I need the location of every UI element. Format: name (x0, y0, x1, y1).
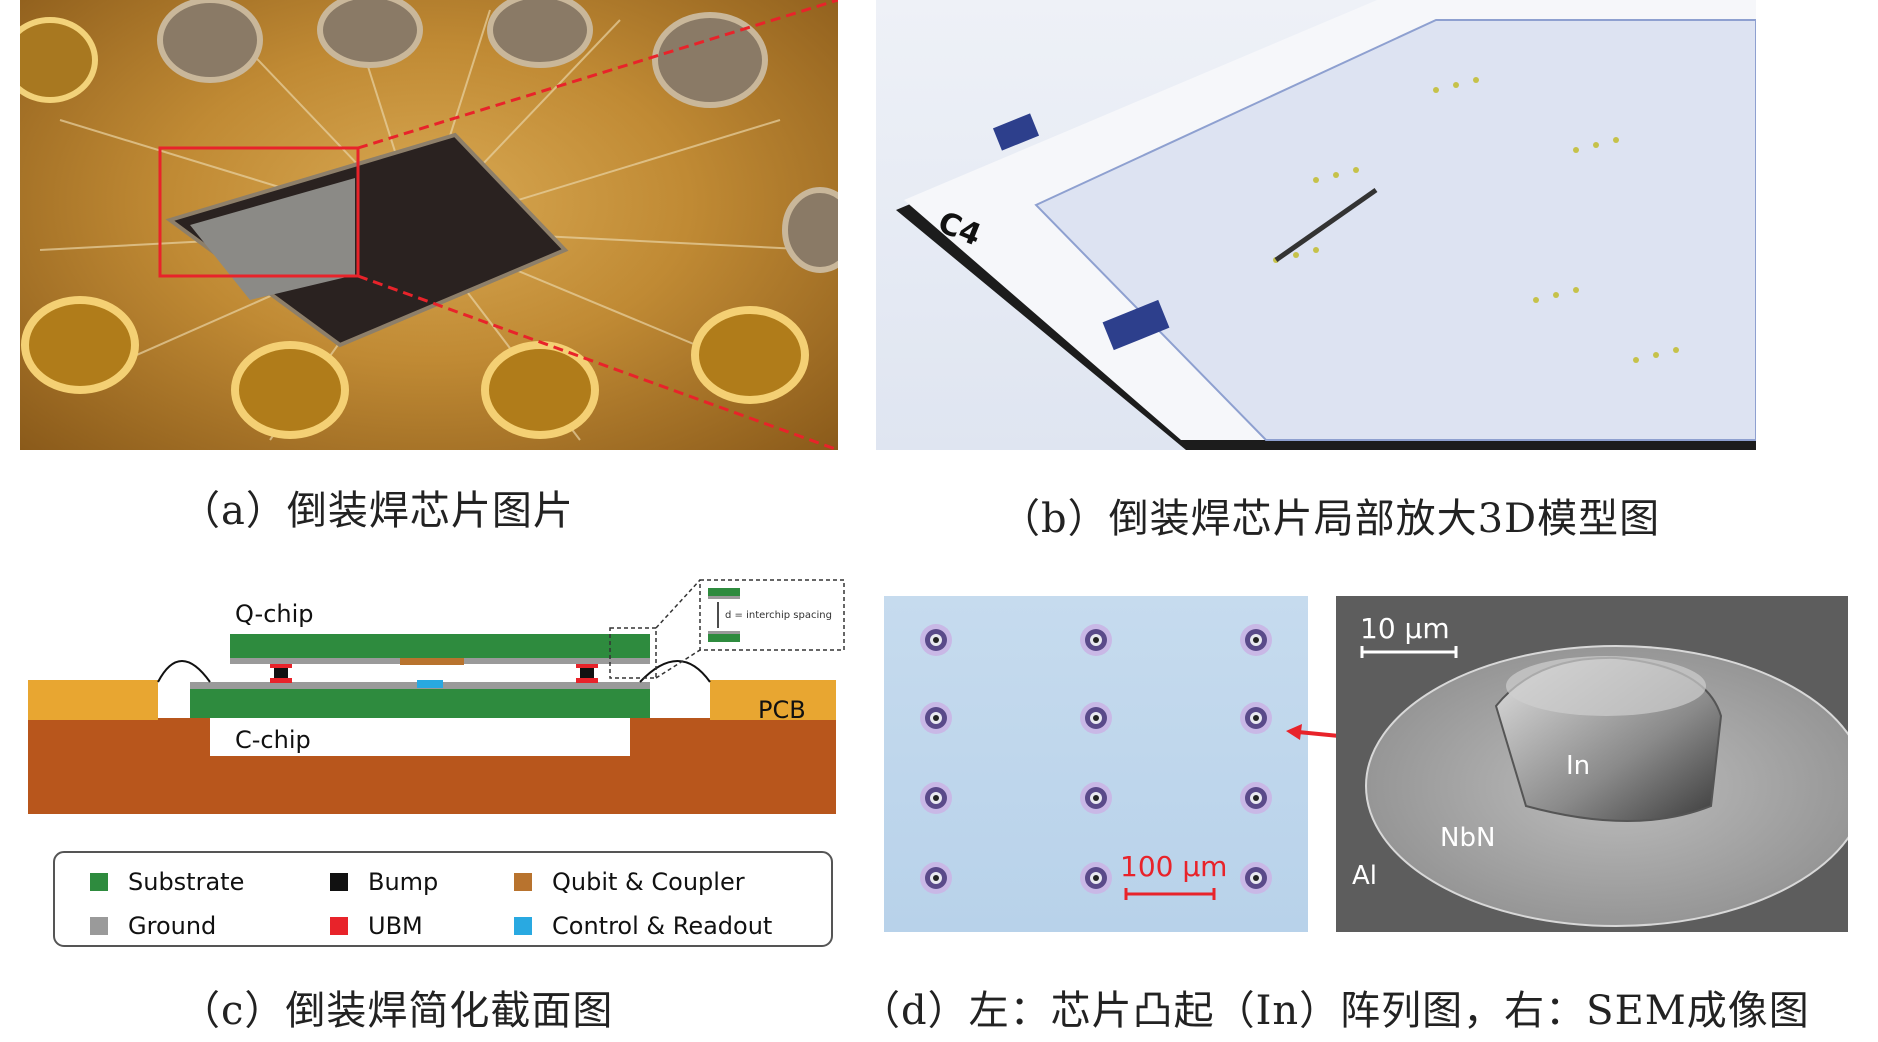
pcb-right (710, 680, 836, 720)
ubm-left-bottom (270, 678, 292, 683)
bump-dot (1080, 702, 1112, 734)
inset-top-substrate (708, 588, 740, 596)
scale-text-right: 10 μm (1360, 612, 1450, 645)
inset-source-box (609, 627, 657, 679)
model-drawing: C4 (896, 0, 1756, 450)
inset-bottom-ground (708, 631, 740, 634)
inset-line-top (655, 579, 701, 629)
sem-image: 10 μm In NbN Al (1336, 596, 1848, 932)
legend-label-ground: Ground (128, 912, 216, 940)
qubit-pad (400, 658, 464, 665)
pcb-left (28, 680, 158, 720)
zoom-box (158, 146, 360, 278)
zoom-line-bottom (357, 274, 838, 450)
wirebond-right (639, 660, 711, 683)
inset-top-ground (708, 596, 740, 599)
chip-3d-model: C4 (876, 0, 1756, 450)
coupler-pad-top (992, 113, 1040, 151)
bump-dot (920, 624, 952, 656)
label-al: Al (1352, 861, 1377, 891)
legend-label-ubm: UBM (368, 912, 423, 940)
zoom-line-top (357, 0, 838, 150)
legend-swatch-bump (330, 873, 348, 891)
sem-drawing: 10 μm In NbN Al (1352, 612, 1848, 927)
bump-dot (920, 782, 952, 814)
legend-swatch-ground (90, 917, 108, 935)
sma-connectors (20, 0, 838, 439)
wirebond-left (157, 660, 211, 683)
label-in: In (1566, 751, 1590, 781)
inset-line-bottom (655, 649, 701, 679)
caption-d: （d）左：芯片凸起（In）阵列图，右：SEM成像图 (860, 988, 1810, 1034)
ubm-right-bottom (576, 678, 598, 683)
bump-dot (920, 862, 952, 894)
bump-grid (920, 624, 1272, 894)
legend-box (53, 851, 833, 947)
qubit-layer (1034, 19, 1756, 441)
bump-dot (920, 702, 952, 734)
bump-dot (1240, 782, 1272, 814)
caption-c: （c）倒装焊简化截面图 (180, 988, 614, 1034)
scale-text-left: 100 μm (1120, 850, 1227, 883)
legend-label-substrate: Substrate (128, 868, 244, 896)
ubm-left-top (270, 664, 292, 668)
cchip-substrate (190, 688, 650, 718)
flip-chip-photo (20, 0, 838, 450)
legend-swatch-control (514, 917, 532, 935)
legend-swatch-qubit (514, 873, 532, 891)
legend-label-control: Control & Readout (552, 912, 772, 940)
bump-dot (1240, 702, 1272, 734)
cross-section-diagram: d = interchip spacing Q-chip C-chip PCB … (20, 570, 850, 960)
cchip-cavity (210, 718, 630, 756)
qchip-substrate (230, 634, 650, 658)
cross-section-drawing: d = interchip spacing Q-chip C-chip PCB … (28, 579, 845, 947)
chip-highlight (190, 178, 355, 300)
ubm-right-top (576, 664, 598, 668)
caption-a: （a）倒装焊芯片图片 (180, 488, 574, 534)
bump-array-image: 100 μm (884, 596, 1308, 932)
label-nbn: NbN (1440, 823, 1495, 853)
bump-dot (1080, 624, 1112, 656)
pcb-label: PCB (758, 696, 806, 724)
bump-dot (1240, 624, 1272, 656)
inset-note: d = interchip spacing (725, 610, 832, 621)
legend-swatch-ubm (330, 917, 348, 935)
photo-drawing (20, 0, 838, 450)
resonator (1274, 187, 1378, 263)
legend-items: Substrate Bump Qubit & Coupler Ground UB… (90, 868, 772, 940)
inset-bottom-substrate (708, 634, 740, 642)
legend-swatch-substrate (90, 873, 108, 891)
legend-label-qubit: Qubit & Coupler (552, 868, 745, 896)
bump-dot (1080, 782, 1112, 814)
coupler-pad-bottom (1102, 299, 1170, 351)
bump-top (1506, 656, 1706, 716)
qchip-label: Q-chip (235, 600, 314, 628)
control-readout-pad (417, 680, 443, 688)
bump-dot (1080, 862, 1112, 894)
legend-label-bump: Bump (368, 868, 438, 896)
bump-dot (1240, 862, 1272, 894)
caption-b: （b）倒装焊芯片局部放大3D模型图 (1000, 496, 1661, 542)
cchip-label: C-chip (235, 726, 311, 754)
bump-array-drawing: 100 μm (920, 624, 1272, 900)
